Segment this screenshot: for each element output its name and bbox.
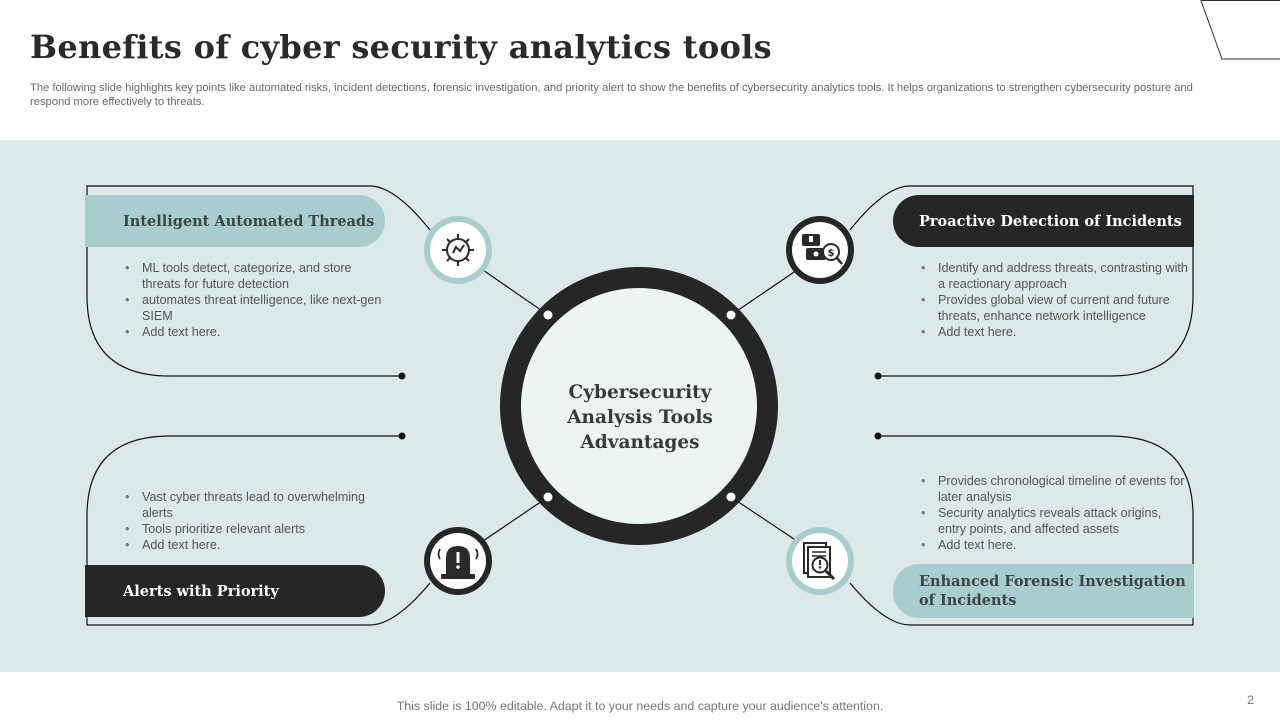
page-number: 2 <box>1247 693 1254 707</box>
slide-title: Benefits of cyber security analytics too… <box>30 28 772 66</box>
corner-decoration <box>1200 0 1280 60</box>
bullet-item: Provides chronological timeline of event… <box>919 473 1191 505</box>
bullet-item: Add text here. <box>919 324 1191 340</box>
threat-detection-icon: $ <box>786 216 854 284</box>
benefit-title-intelligent-automated-threads: Intelligent Automated Threads <box>85 195 385 247</box>
bullet-item: Identify and address threats, contrastin… <box>919 260 1191 292</box>
automation-gear-icon <box>424 216 492 284</box>
benefit-bullets-alerts-with-priority: Vast cyber threats lead to overwhelming … <box>123 489 383 553</box>
slide-footer: This slide is 100% editable. Adapt it to… <box>396 699 884 713</box>
bullet-item: Add text here. <box>123 324 383 340</box>
bullet-item: Provides global view of current and futu… <box>919 292 1191 324</box>
center-circle <box>500 267 778 545</box>
bullet-item: Security analytics reveals attack origin… <box>919 505 1191 537</box>
forensic-search-icon <box>786 527 854 595</box>
svg-text:$: $ <box>828 248 835 259</box>
bullet-item: ML tools detect, categorize, and store t… <box>123 260 383 292</box>
benefit-bullets-intelligent-automated-threads: ML tools detect, categorize, and store t… <box>123 260 383 340</box>
bullet-item: Vast cyber threats lead to overwhelming … <box>123 489 383 521</box>
bullet-item: Tools prioritize relevant alerts <box>123 521 383 537</box>
bullet-item: Add text here. <box>123 537 383 553</box>
benefit-title-enhanced-forensic-investigation: Enhanced Forensic Investigation of Incid… <box>893 564 1194 618</box>
center-label: Cybersecurity Analysis Tools Advantages <box>567 382 713 453</box>
benefit-bullets-proactive-detection: Identify and address threats, contrastin… <box>919 260 1191 340</box>
benefit-title-proactive-detection: Proactive Detection of Incidents <box>893 195 1194 247</box>
bullet-item: automates threat intelligence, like next… <box>123 292 383 324</box>
benefit-bullets-enhanced-forensic-investigation: Provides chronological timeline of event… <box>919 473 1191 553</box>
benefit-title-alerts-with-priority: Alerts with Priority <box>85 565 385 617</box>
slide-subtitle: The following slide highlights key point… <box>30 82 1193 108</box>
siren-alert-icon <box>424 527 492 595</box>
bullet-item: Add text here. <box>919 537 1191 553</box>
